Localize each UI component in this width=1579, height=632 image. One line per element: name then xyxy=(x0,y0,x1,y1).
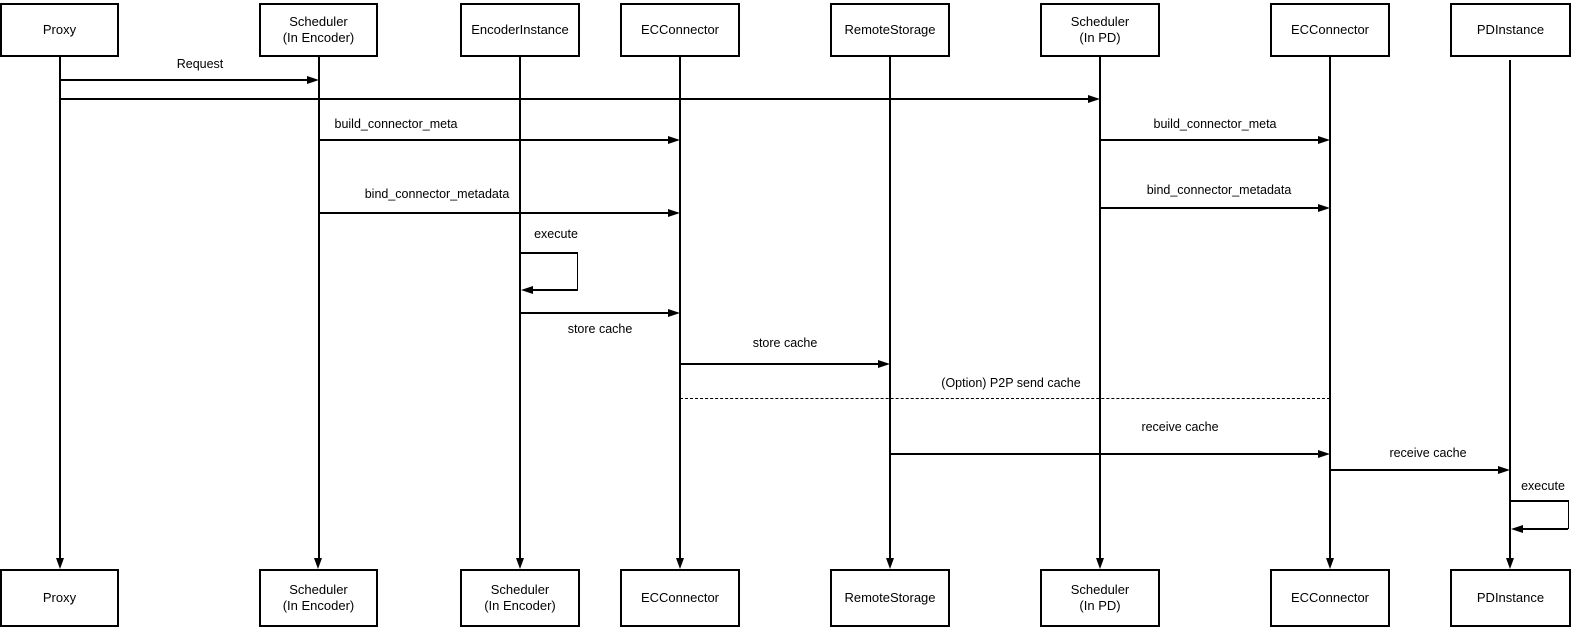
lifeline-arrowhead-down-icon xyxy=(1095,558,1104,569)
actor-bottom-encoder-instance: Scheduler (In Encoder) xyxy=(460,569,580,627)
lifeline-ec-connector-encoder xyxy=(679,57,681,559)
message-label-receive-cache-1: receive cache xyxy=(1141,420,1219,434)
lifeline-arrowhead-down-icon xyxy=(1325,558,1334,569)
actor-top-ec-connector-encoder: ECConnector xyxy=(620,3,740,57)
actor-bottom-pd-instance: PDInstance xyxy=(1450,569,1571,627)
lifeline-arrowhead-down-icon xyxy=(885,558,894,569)
message-label-execute-encoder: execute xyxy=(534,227,578,241)
message-line-build-connector-meta-left xyxy=(318,139,670,141)
self-loop-top-execute-pd xyxy=(1510,500,1569,502)
message-line-store-cache-1 xyxy=(520,312,670,314)
message-line-receive-cache-1 xyxy=(890,453,1320,455)
message-label-store-cache-1: store cache xyxy=(567,322,633,336)
actor-top-encoder-instance: EncoderInstance xyxy=(460,3,580,57)
message-line-bind-connector-metadata-left xyxy=(318,212,670,214)
lifeline-ec-connector-pd xyxy=(1329,57,1331,559)
actor-top-proxy: Proxy xyxy=(0,3,119,57)
message-arrowhead-right-icon xyxy=(878,359,890,368)
message-line-store-cache-2 xyxy=(680,363,880,365)
actor-top-ec-connector-pd: ECConnector xyxy=(1270,3,1390,57)
message-arrowhead-right-icon xyxy=(1318,203,1330,212)
self-loop-right-execute-encoder xyxy=(576,252,578,291)
lifeline-pd-instance xyxy=(1509,60,1511,559)
message-label-bind-connector-metadata-right: bind_connector_metadata xyxy=(1146,183,1292,197)
actor-top-remote-storage: RemoteStorage xyxy=(830,3,950,57)
message-label-build-connector-meta-right: build_connector_meta xyxy=(1153,117,1277,131)
lifeline-encoder-instance xyxy=(519,57,521,559)
lifeline-arrowhead-down-icon xyxy=(515,558,524,569)
message-label-build-connector-meta-left: build_connector_meta xyxy=(334,117,458,131)
actor-bottom-ec-connector-encoder: ECConnector xyxy=(620,569,740,627)
self-loop-top-execute-encoder xyxy=(520,252,578,254)
message-arrowhead-right-icon xyxy=(1318,135,1330,144)
message-label-p2p-send-cache: (Option) P2P send cache xyxy=(941,376,1081,390)
actor-bottom-proxy: Proxy xyxy=(0,569,119,627)
actor-top-scheduler-in-pd: Scheduler (In PD) xyxy=(1040,3,1160,57)
message-line-proxy-to-scheduler-pd xyxy=(60,98,1090,100)
lifeline-arrowhead-down-icon xyxy=(314,558,322,569)
message-arrowhead-right-icon xyxy=(1318,449,1330,458)
message-line-build-connector-meta-right xyxy=(1100,139,1320,141)
lifeline-scheduler-in-encoder xyxy=(318,57,320,559)
lifeline-arrowhead-down-icon xyxy=(55,558,64,569)
message-label-store-cache-2: store cache xyxy=(752,336,818,350)
message-arrowhead-left-icon xyxy=(1511,524,1523,533)
message-arrowhead-left-icon xyxy=(521,285,533,294)
actor-bottom-remote-storage: RemoteStorage xyxy=(830,569,950,627)
message-label-bind-connector-metadata-left: bind_connector_metadata xyxy=(364,187,510,201)
actor-top-scheduler-in-encoder: Scheduler (In Encoder) xyxy=(259,3,378,57)
message-line-receive-cache-2 xyxy=(1330,469,1500,471)
message-label-receive-cache-2: receive cache xyxy=(1389,446,1467,460)
message-label-request: Request xyxy=(176,57,224,71)
lifeline-arrowhead-down-icon xyxy=(1505,558,1514,569)
self-loop-right-execute-pd xyxy=(1567,500,1569,530)
message-line-request xyxy=(60,79,310,81)
self-loop-bottom-execute-encoder xyxy=(531,289,578,291)
lifeline-arrowhead-down-icon xyxy=(675,558,684,569)
lifeline-proxy xyxy=(59,57,61,559)
message-line-p2p-send-cache-dashed xyxy=(680,398,1330,399)
self-loop-bottom-execute-pd xyxy=(1521,528,1568,530)
message-label-execute-pd: execute xyxy=(1521,479,1565,493)
lifeline-scheduler-in-pd xyxy=(1099,57,1101,559)
actor-bottom-scheduler-in-encoder: Scheduler (In Encoder) xyxy=(259,569,378,627)
actor-top-pd-instance: PDInstance xyxy=(1450,3,1571,57)
actor-bottom-ec-connector-pd: ECConnector xyxy=(1270,569,1390,627)
message-arrowhead-right-icon xyxy=(307,75,319,84)
message-arrowhead-right-icon xyxy=(668,308,680,317)
message-arrowhead-right-icon xyxy=(668,135,680,144)
message-line-bind-connector-metadata-right xyxy=(1100,207,1320,209)
message-arrowhead-right-icon xyxy=(668,208,680,217)
message-arrowhead-right-icon xyxy=(1088,94,1100,103)
actor-bottom-scheduler-in-pd: Scheduler (In PD) xyxy=(1040,569,1160,627)
lifeline-remote-storage xyxy=(889,57,891,559)
message-arrowhead-right-icon xyxy=(1498,465,1510,474)
